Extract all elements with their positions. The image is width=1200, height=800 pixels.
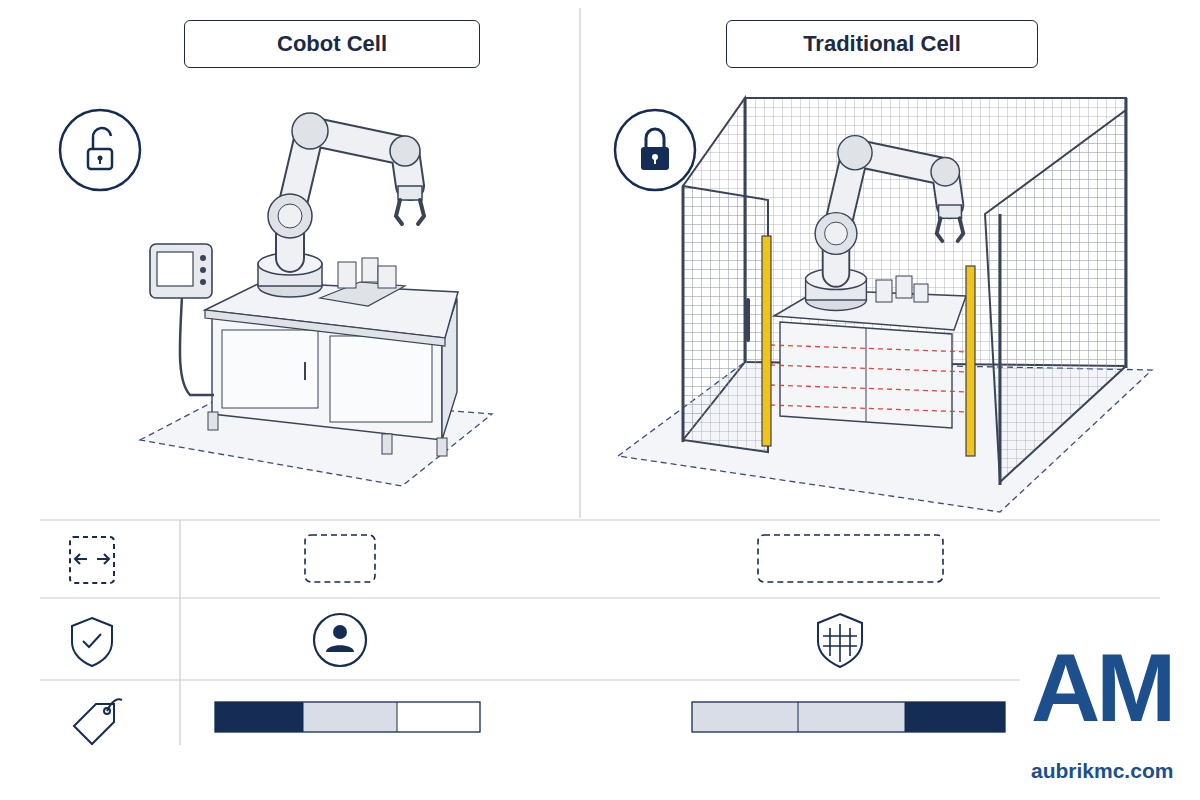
header-text: Traditional Cell <box>803 31 961 57</box>
logo-url: aubrikmc.com <box>1031 760 1173 781</box>
header-text: Cobot Cell <box>277 31 387 57</box>
logo-panel <box>1022 628 1200 800</box>
lock-icon <box>615 110 695 190</box>
safety-icon <box>72 618 112 666</box>
header-box: Traditional Cell <box>726 20 1038 68</box>
cost-icon <box>74 699 122 744</box>
cost-bar-traditional <box>692 702 1005 732</box>
comparison-table-lines <box>40 520 1160 745</box>
divider <box>579 8 580 518</box>
header-box: Cobot Cell <box>184 20 480 68</box>
traditional-cell-illustration <box>618 98 1152 512</box>
person-safety-icon <box>314 614 366 666</box>
guard-safety-icon <box>818 614 862 667</box>
unlock-icon <box>60 110 140 190</box>
logo-mark: AM <box>1031 640 1172 736</box>
cobot-cell-illustration <box>140 113 492 486</box>
small-footprint <box>305 535 375 582</box>
footprint-icon <box>70 537 114 583</box>
cost-bar-cobot <box>215 702 480 732</box>
large-footprint <box>758 535 943 582</box>
